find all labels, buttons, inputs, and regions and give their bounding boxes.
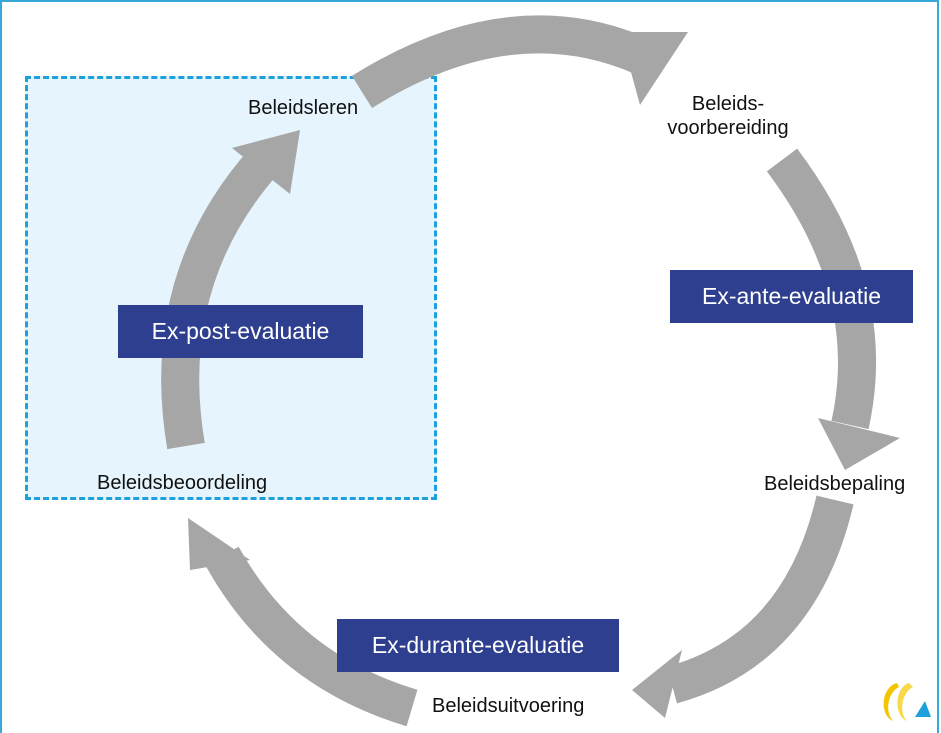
arrow-determination-to-execution — [632, 495, 854, 718]
ex-ante-evaluation-box: Ex-ante-evaluatie — [670, 270, 913, 323]
stage-preparation-line2: voorbereiding — [667, 117, 789, 139]
stage-preparation: Beleids- voorbereiding — [658, 92, 798, 140]
arrow-learning-to-preparation — [351, 15, 688, 109]
arrow-assessment-to-learning — [161, 130, 300, 450]
stage-assessment: Beleidsbeoordeling — [97, 472, 268, 494]
stage-learning: Beleidsleren — [248, 97, 359, 119]
stage-preparation-line1: Beleids- — [691, 93, 765, 115]
arrow-execution-to-assessment — [188, 518, 418, 727]
ex-durante-evaluation-box: Ex-durante-evaluatie — [337, 619, 619, 672]
stage-determination: Beleidsbepaling — [764, 473, 906, 495]
stage-execution: Beleidsuitvoering — [432, 695, 585, 717]
ex-post-highlight-area — [25, 76, 437, 500]
ex-post-evaluation-box: Ex-post-evaluatie — [118, 305, 363, 358]
logo-icon — [883, 683, 931, 721]
